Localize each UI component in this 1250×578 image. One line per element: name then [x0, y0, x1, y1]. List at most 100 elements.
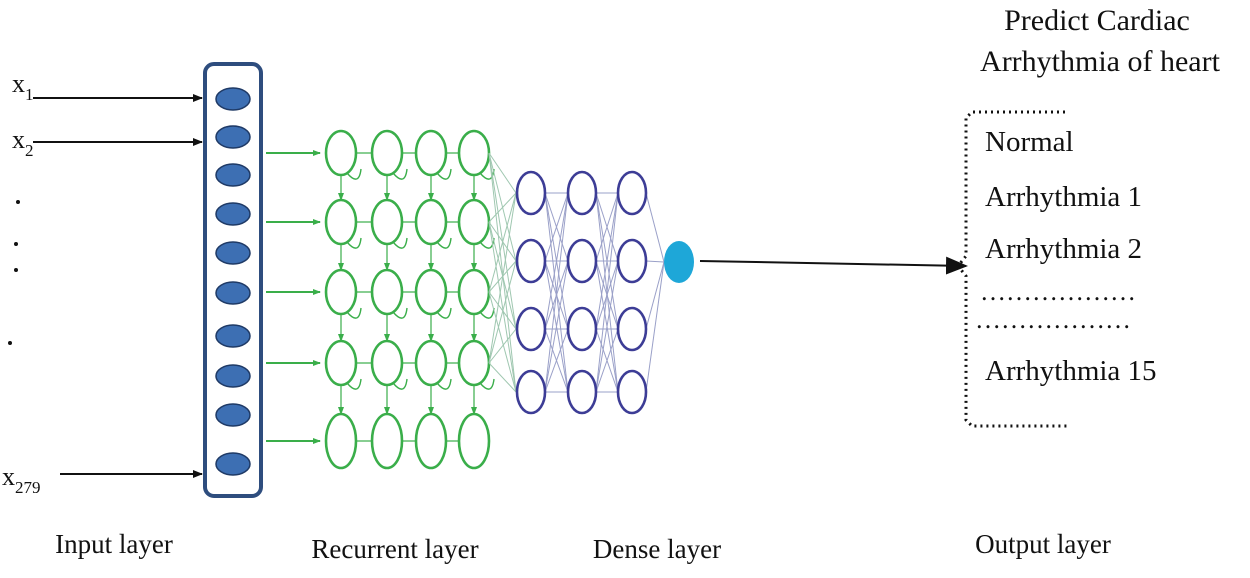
rec-dense-link-3-0 [488, 192, 517, 364]
recurrent-node-2-3 [457, 268, 491, 316]
dense-link-1-3-1 [595, 260, 619, 393]
recurrent-node-3-0 [324, 339, 358, 387]
recurrent-self-loop-2-1 [392, 307, 408, 319]
recurrent-node-2-0 [324, 268, 358, 316]
output-title-line2: Arrhythmia of heart [980, 45, 1221, 78]
output-item-arrhythmia-15: Arrhythmia 15 [985, 355, 1157, 387]
label-input-layer: Input layer [55, 529, 173, 559]
recurrent-layer-links [266, 150, 495, 444]
recurrent-self-loop-1-1 [392, 237, 408, 249]
rec-dense-link-1-3 [488, 221, 517, 393]
recurrent-layer-nodes [324, 129, 491, 470]
recurrent-node-2-2 [414, 268, 448, 316]
output-node [664, 241, 694, 283]
input-node-9 [215, 403, 251, 427]
dense-node-2-2 [616, 306, 648, 352]
output-title-line1: Predict Cardiac [1004, 4, 1190, 37]
recurrent-node-3-1 [370, 339, 404, 387]
label-output-layer: Output layer [975, 529, 1111, 559]
dense-output-link-0 [645, 192, 665, 263]
rec-dense-link-0-3 [488, 152, 517, 393]
recurrent-node-4-3 [457, 412, 491, 470]
rec-dense-link-3-1 [488, 260, 517, 364]
dense-link-1-2-0 [595, 192, 619, 330]
dense-layer-links [488, 152, 665, 393]
input-label-x2: x2 [12, 125, 34, 160]
input-label-x279: x279 [2, 462, 41, 497]
label-recurrent-layer: Recurrent layer [311, 534, 478, 564]
recurrent-node-4-0 [324, 412, 358, 470]
dense-node-0-3 [515, 369, 547, 415]
input-node-1 [215, 87, 251, 111]
dense-output-link-1 [645, 260, 665, 263]
recurrent-node-0-3 [457, 129, 491, 177]
recurrent-node-1-0 [324, 198, 358, 246]
rec-dense-link-0-0 [488, 152, 517, 194]
recurrent-self-loop-1-2 [436, 237, 452, 249]
output-item-arrhythmia-2: Arrhythmia 2 [985, 233, 1142, 265]
recurrent-self-loop-3-0 [346, 378, 362, 390]
input-ellipsis-dots [8, 200, 20, 345]
recurrent-node-3-3 [457, 339, 491, 387]
dense-output-link-3 [645, 261, 665, 393]
recurrent-self-loop-0-1 [392, 168, 408, 180]
recurrent-self-loop-0-0 [346, 168, 362, 180]
recurrent-node-0-0 [324, 129, 358, 177]
recurrent-self-loop-2-0 [346, 307, 362, 319]
dense-node-0-2 [515, 306, 547, 352]
recurrent-node-3-2 [414, 339, 448, 387]
dense-node-2-1 [616, 238, 648, 284]
dense-node-1-1 [566, 238, 598, 284]
recurrent-self-loop-1-0 [346, 237, 362, 249]
dense-layer-nodes [515, 170, 648, 415]
recurrent-node-0-1 [370, 129, 404, 177]
dense-link-1-3-0 [595, 192, 619, 393]
rec-dense-link-2-0 [488, 192, 517, 293]
recurrent-self-loop-3-3 [479, 378, 495, 390]
input-node-4 [215, 202, 251, 226]
rec-dense-link-2-3 [488, 291, 517, 393]
input-layer-nodes [215, 87, 251, 476]
input-node-8 [215, 364, 251, 388]
rec-dense-link-3-2 [488, 328, 517, 364]
dense-link-0-3-1 [544, 260, 569, 393]
dense-link-1-3-2 [595, 328, 619, 393]
rec-dense-link-3-3 [488, 362, 517, 393]
recurrent-self-loop-0-2 [436, 168, 452, 180]
output-item-arrhythmia-1: Arrhythmia 1 [985, 181, 1142, 213]
dense-node-1-3 [566, 369, 598, 415]
recurrent-self-loop-2-2 [436, 307, 452, 319]
input-node-10 [215, 452, 251, 476]
dense-node-2-3 [616, 369, 648, 415]
dense-link-0-3-0 [544, 192, 569, 393]
output-dotted-bracket [956, 110, 1068, 428]
label-dense-layer: Dense layer [593, 534, 721, 564]
dense-node-1-2 [566, 306, 598, 352]
dense-node-0-0 [515, 170, 547, 216]
dense-node-0-1 [515, 238, 547, 284]
dense-link-0-2-0 [544, 192, 569, 330]
output-item-dots-1: ……………… [980, 277, 1136, 306]
dense-output-link-2 [645, 261, 665, 330]
input-node-5 [215, 241, 251, 265]
dense-node-1-0 [566, 170, 598, 216]
recurrent-node-1-3 [457, 198, 491, 246]
output-item-dots-2: ……………… [975, 305, 1131, 334]
input-label-x1: x1 [12, 69, 34, 104]
recurrent-node-1-2 [414, 198, 448, 246]
input-node-3 [215, 163, 251, 187]
recurrent-node-2-1 [370, 268, 404, 316]
dense-link-0-3-2 [544, 328, 569, 393]
recurrent-node-4-2 [414, 412, 448, 470]
dense-node-2-0 [616, 170, 648, 216]
recurrent-node-0-2 [414, 129, 448, 177]
recurrent-node-1-1 [370, 198, 404, 246]
output-arrow [699, 256, 968, 275]
recurrent-node-4-1 [370, 412, 404, 470]
recurrent-self-loop-3-2 [436, 378, 452, 390]
input-node-7 [215, 324, 251, 348]
input-node-6 [215, 281, 251, 305]
output-item-normal: Normal [985, 126, 1074, 158]
dense-link-1-1-0 [595, 192, 619, 262]
